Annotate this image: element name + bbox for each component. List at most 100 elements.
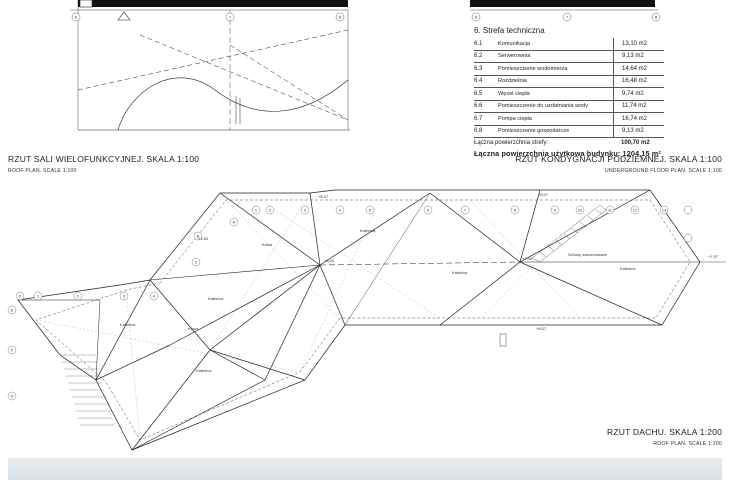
roof-axis-bottom-label: 2 <box>77 294 80 299</box>
roof-axis-top-label: 6 <box>427 208 430 213</box>
row-no: 6.8 <box>474 128 483 135</box>
roof-axis-top-label: 4 <box>339 208 342 213</box>
roof-annotations: +8,07 +8,07 +8,07 +7,07 +3,00 +7,00 +4,5… <box>120 192 719 373</box>
technical-zone-table: 6. Strefa techniczna 6.1 Komunikacja 13,10… <box>474 26 664 158</box>
left-plan-title: RZUT SALI WIELOFUNKCYJNEJ. SKALA 1:100 <box>8 154 200 164</box>
roof-axis-left-label: E <box>11 308 14 313</box>
level-e: +3,00 <box>324 258 335 263</box>
valley-label-2: Koszt <box>188 326 199 331</box>
roof-axis-top-label: 2 <box>269 208 272 213</box>
row-name: Pomieszczenie gospodarcze <box>498 128 570 135</box>
roof-plan-subtitle: ROOF PLAN. SCALE 1:200 <box>653 441 722 447</box>
row-name: Komunikacja <box>498 40 531 47</box>
render-image-strip <box>8 458 722 480</box>
roof-axis-left-label: F <box>11 348 14 353</box>
row-name: Pomieszczenie do uzdatniania wody <box>498 103 589 110</box>
roof-axis-left-label: D <box>19 294 22 299</box>
top-axis-label: 7 <box>229 15 232 20</box>
roof-axis-top-label: 5 <box>369 208 372 213</box>
roof-axis-top-label: 7 <box>464 208 467 213</box>
roof-axis-top-label: 12 <box>633 208 638 213</box>
roof-axis-bottom-label: 1 <box>37 294 40 299</box>
roof-axis-top-label: 10 <box>578 208 583 213</box>
row-area: 13,10 m2 <box>613 38 647 50</box>
row-no: 6.7 <box>474 115 483 122</box>
row-no: 6.1 <box>474 40 483 47</box>
top-axis-label: 7 <box>566 15 569 20</box>
top-axis-label: 6 <box>475 15 478 20</box>
level-f: +7,00 <box>522 256 533 261</box>
row-area: 9,13 m2 <box>613 50 644 62</box>
roof-axis-top-label: 11 <box>608 208 613 213</box>
row-no: 6.2 <box>474 53 483 60</box>
row-area: 9,13 m2 <box>613 125 644 137</box>
top-axis-label: 8 <box>655 15 658 20</box>
multi-purpose-hall-section <box>70 0 350 131</box>
roof-axis-left <box>7 217 239 401</box>
technical-zone-heading: 6. Strefa techniczna <box>474 26 545 35</box>
roof-axis-bottom-label: 4 <box>153 294 156 299</box>
valley-label-1: Koszt <box>262 242 273 247</box>
row-area: 9,74 m2 <box>613 88 644 100</box>
zone-total-value: 100,70 m2 <box>621 139 650 146</box>
roof-plan-title: RZUT DACHU. SKALA 1:200 <box>607 427 722 437</box>
roof-axis-top <box>251 205 669 215</box>
row-area: 11,74 m2 <box>613 100 647 112</box>
row-name: Serwerownia <box>498 53 531 60</box>
right-plan-subtitle: UNDERGROUND FLOOR PLAN. SCALE 1:100 <box>604 168 722 174</box>
level-d: +7,07 <box>708 254 719 259</box>
technical-zone-row: 6.1 Komunikacja 13,10 m2 <box>474 38 664 51</box>
technical-zone-row: 6.6 Pomieszczenie do uzdatniania wody 11,7… <box>474 100 664 113</box>
roof-axis-top-label: 9 <box>554 208 557 213</box>
technical-zone-row: 6.3 Pomieszczenie wodomierza 14,64 m2 <box>474 63 664 76</box>
row-no: 6.5 <box>474 90 483 97</box>
level-a: +8,07 <box>318 194 329 199</box>
right-plan-title: RZUT KONDYGNACJI PODZIEMNEJ. SKALA 1:100 <box>515 154 722 164</box>
roof-axis-top-label: 8 <box>514 208 517 213</box>
row-area: 16,48 m2 <box>613 75 647 87</box>
ridge-label-1: Kalenica <box>452 270 468 275</box>
row-area: 14,64 m2 <box>613 63 647 75</box>
level-b: +8,07 <box>538 192 549 197</box>
ridge-label-3: Kalenica <box>120 322 136 327</box>
underground-floor-section <box>470 0 658 11</box>
roof-axis-top-label: 1 <box>255 208 258 213</box>
roof-axis-top-label: 13 <box>662 208 667 213</box>
technical-zone-row: 6.5 Węzeł ciepła 9,74 m2 <box>474 88 664 101</box>
technical-zone-row: 6.8 Pomieszczenie gospodarcze 9,13 m2 <box>474 125 664 138</box>
left-bleachers <box>60 354 114 426</box>
roof-axis-left-label: C <box>195 260 198 265</box>
technical-zone-rows: 6.1 Komunikacja 13,10 m2 6.2 Serwerownia 9,13… <box>474 38 664 138</box>
left-plan-subtitle: ROOF PLAN. SCALE 1:100 <box>8 168 77 174</box>
ridge-label-2: Kalenica <box>208 296 224 301</box>
top-axis-markers <box>71 12 661 22</box>
zone-total-row: Łączna powierzchnia strefy: 100,70 m2 <box>474 138 664 147</box>
row-no: 6.4 <box>474 78 483 85</box>
row-no: 6.3 <box>474 65 483 72</box>
roof-axis-left-label: B <box>197 234 200 239</box>
top-axis-label: 8 <box>339 15 342 20</box>
roof-axis-top-label: 3 <box>304 208 307 213</box>
row-name: Pomieszczenie wodomierza <box>498 65 568 72</box>
technical-zone-row: 6.4 Rozdzielnia 16,48 m2 <box>474 75 664 88</box>
ridge-label-6: Kalenica <box>620 266 636 271</box>
roof-axis-left-label: A <box>233 220 236 225</box>
level-g: +4,50 <box>198 236 209 241</box>
zone-total-label: Łączna powierzchnia strefy: <box>474 139 549 146</box>
roof-axis-bottom-label: 3 <box>123 294 126 299</box>
row-name: Rozdzielnia <box>498 78 527 85</box>
row-name: Pompa ciepła <box>498 115 532 122</box>
stairs-label: Schody zamontowane <box>568 252 608 257</box>
technical-zone-row: 6.2 Serwerownia 9,13 m2 <box>474 50 664 63</box>
row-no: 6.6 <box>474 103 483 110</box>
roof-axis-bottom <box>33 291 159 301</box>
ridge-label-5: Kalenica <box>360 228 376 233</box>
roof-axis-left-label: G <box>10 394 13 399</box>
top-axis-label: 6 <box>75 15 78 20</box>
ridge-label-4: Kalenica <box>196 368 212 373</box>
roof-plan <box>17 189 726 451</box>
row-name: Węzeł ciepła <box>498 90 530 97</box>
